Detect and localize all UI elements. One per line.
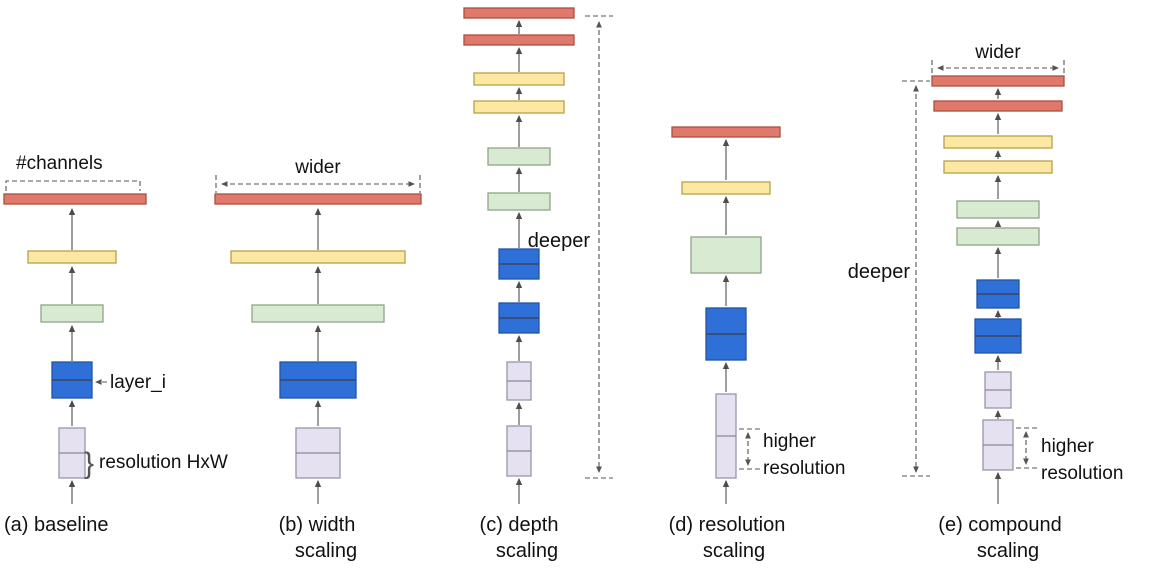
resolution-hxw-label: resolution HxW (99, 452, 228, 473)
resolution-label: resolution (1041, 463, 1123, 484)
layer-i-label: layer_i (110, 372, 166, 393)
resolution-brace: } (84, 447, 94, 480)
panel-e-compound-scaling: wider deeper higher (848, 42, 1124, 562)
mid-layer-bar (956, 200, 1040, 219)
caption-e-line2: scaling (977, 540, 1039, 562)
panel-b-width-scaling: wider (b) width scaling (214, 157, 422, 562)
top-channels-bar (463, 34, 575, 46)
deeper-label: deeper (848, 261, 911, 283)
upper-layer-bar (473, 100, 565, 114)
panel-a-baseline: #channels layer_i } resolution HxW (a) b… (3, 153, 228, 536)
wider-label: wider (974, 42, 1021, 63)
caption-b-line2: scaling (295, 540, 357, 562)
upper-layer-bar (230, 250, 406, 264)
caption-a: (a) baseline (4, 514, 109, 536)
caption-c-line2: scaling (496, 540, 558, 562)
wider-label: wider (294, 157, 341, 178)
top-channels-bar (933, 100, 1063, 112)
upper-layer-bar (27, 250, 117, 264)
panel-c-depth-scaling: deeper (c) depth scaling (463, 7, 613, 562)
mid-layer-bar (40, 304, 104, 323)
top-channels-bar (3, 193, 147, 205)
upper-layer-bar (943, 160, 1053, 174)
caption-c-line1: (c) depth (480, 514, 559, 536)
caption-e-line1: (e) compound (938, 514, 1061, 536)
top-channels-bar (931, 75, 1065, 87)
caption-b-line1: (b) width (279, 514, 356, 536)
caption-d-line2: scaling (703, 540, 765, 562)
mid-layer-bar (251, 304, 385, 323)
upper-layer-bar (473, 72, 565, 86)
upper-layer-bar (943, 135, 1053, 149)
top-channels-bar (463, 7, 575, 19)
caption-d-line1: (d) resolution (669, 514, 786, 536)
channels-label: #channels (16, 153, 103, 174)
top-channels-bar (671, 126, 781, 138)
mid-layer-bar (487, 147, 551, 166)
mid-layer-bar (690, 236, 762, 274)
higher-label: higher (1041, 436, 1094, 457)
top-channels-bar (214, 193, 422, 205)
resolution-label: resolution (763, 458, 845, 479)
mid-layer-bar (487, 192, 551, 211)
deeper-label: deeper (528, 230, 591, 252)
higher-label: higher (763, 431, 816, 452)
channels-bracket (5, 180, 141, 191)
mid-layer-bar (956, 227, 1040, 246)
upper-layer-bar (681, 181, 771, 195)
panel-d-resolution-scaling: higher resolution (d) resolution scaling (669, 126, 845, 562)
